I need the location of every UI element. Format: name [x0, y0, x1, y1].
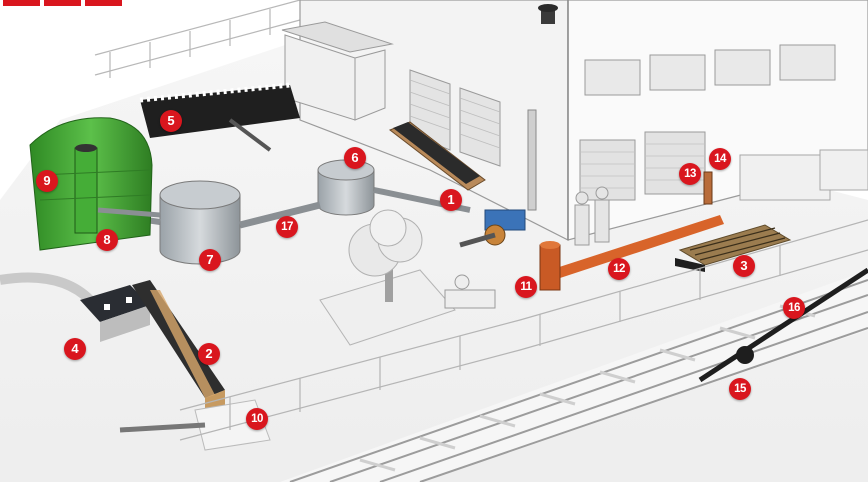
- marker-12[interactable]: 12: [608, 258, 630, 280]
- marker-14[interactable]: 14: [709, 148, 731, 170]
- marker-16[interactable]: 16: [783, 297, 805, 319]
- marker-9[interactable]: 9: [36, 170, 58, 192]
- pipe-post: [528, 110, 536, 210]
- marker-2[interactable]: 2: [198, 343, 220, 365]
- marker-8[interactable]: 8: [96, 229, 118, 251]
- marker-1[interactable]: 1: [440, 189, 462, 211]
- marker-15[interactable]: 15: [729, 378, 751, 400]
- marker-5[interactable]: 5: [160, 110, 182, 132]
- marker-11[interactable]: 11: [515, 276, 537, 298]
- marker-17[interactable]: 17: [276, 216, 298, 238]
- marker-10[interactable]: 10: [246, 408, 268, 430]
- marker-6[interactable]: 6: [344, 147, 366, 169]
- marker-4[interactable]: 4: [64, 338, 86, 360]
- marker-13[interactable]: 13: [679, 163, 701, 185]
- marker-3[interactable]: 3: [733, 255, 755, 277]
- post-item-14: [704, 172, 712, 204]
- top-tab-3: [85, 0, 122, 6]
- top-tab-1: [3, 0, 40, 6]
- top-tab-2: [44, 0, 81, 6]
- marker-7[interactable]: 7: [199, 249, 221, 271]
